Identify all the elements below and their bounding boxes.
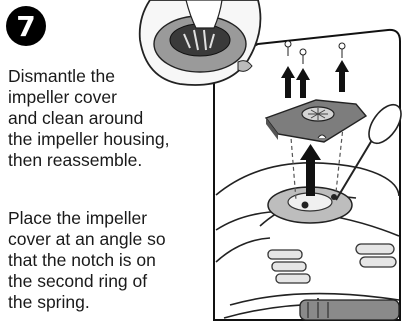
brush-roller [300, 300, 399, 320]
